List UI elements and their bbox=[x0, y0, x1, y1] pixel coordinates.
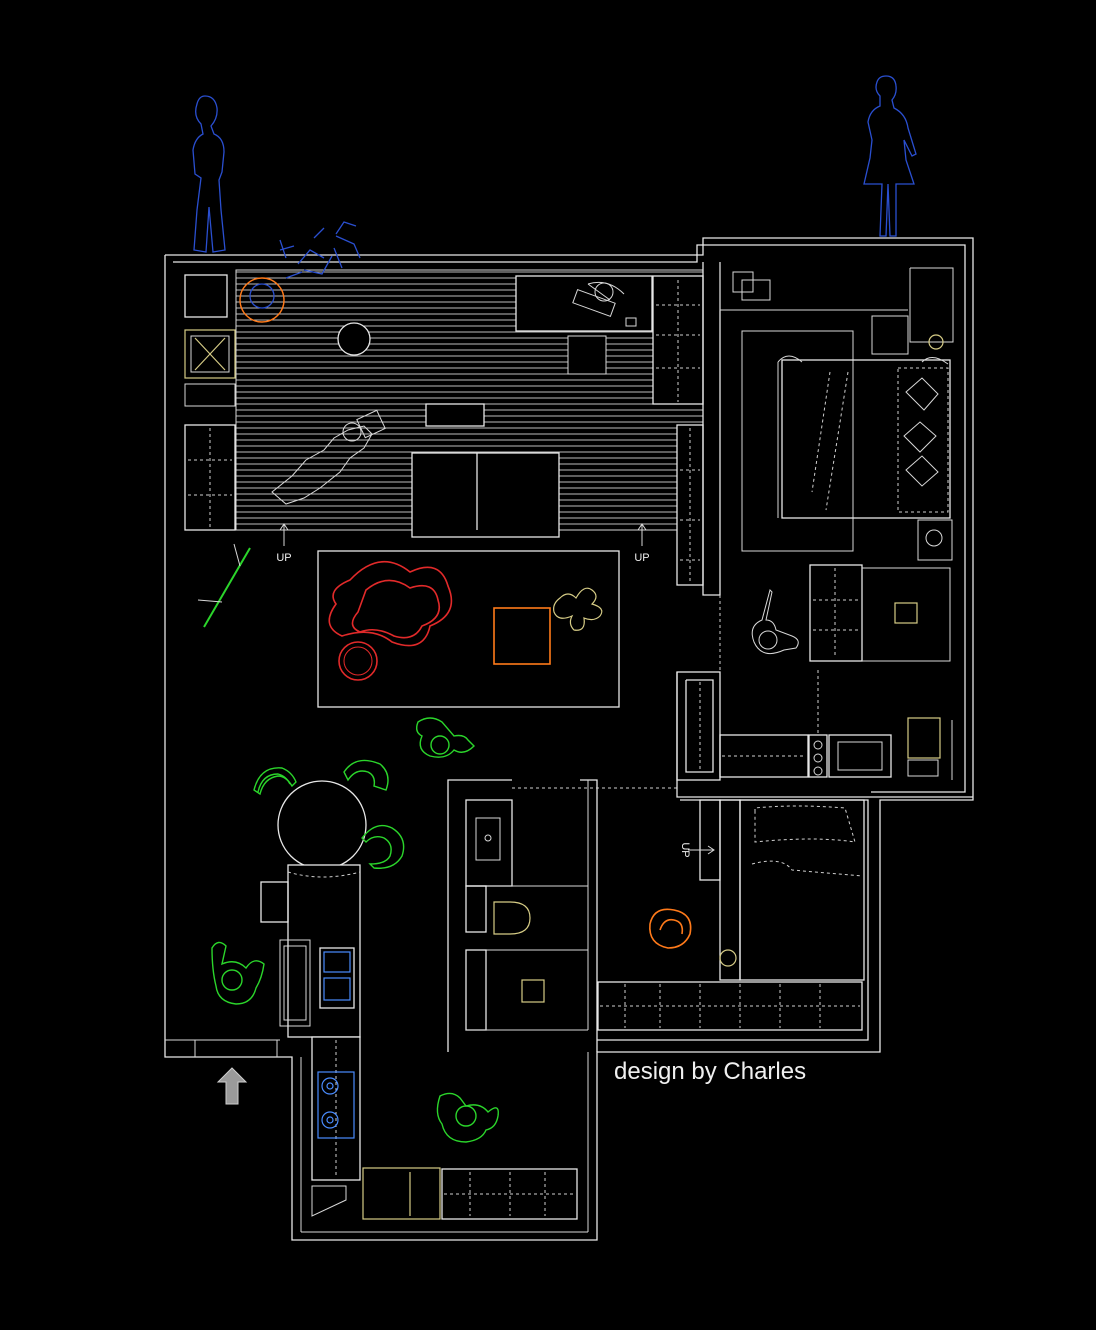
person-topview-icon bbox=[211, 941, 265, 1005]
ensuite-fixtures bbox=[676, 671, 973, 798]
deck-bench bbox=[411, 452, 560, 538]
exterior-walls bbox=[164, 237, 974, 1241]
bedroom-two: UP bbox=[597, 799, 869, 1041]
floor-lamp bbox=[197, 543, 251, 628]
kitchen-counter-bottom bbox=[362, 1167, 578, 1220]
up-label-bedroom: UP bbox=[679, 842, 691, 857]
kitchen-island bbox=[260, 864, 361, 1038]
entry-arrow-icon bbox=[216, 1067, 248, 1105]
plant-icon bbox=[239, 221, 361, 323]
living-rug bbox=[317, 550, 620, 708]
person-topview-icon bbox=[751, 589, 799, 655]
desk-workstation bbox=[515, 275, 653, 375]
up-label-right: UP bbox=[634, 552, 649, 564]
dining-table bbox=[253, 759, 405, 870]
design-credit: design by Charles bbox=[614, 1058, 806, 1085]
storage-column-deck-right bbox=[652, 275, 704, 586]
round-stool bbox=[337, 322, 371, 356]
bathroom-core bbox=[447, 779, 680, 1052]
kitchen-counter-left bbox=[311, 1036, 361, 1217]
person-silhouette-icon bbox=[192, 95, 226, 253]
stair-up-arrow-left: UP bbox=[276, 523, 292, 564]
person-silhouette-icon bbox=[863, 75, 917, 237]
person-topview-icon bbox=[271, 409, 386, 505]
storage-column-left bbox=[184, 274, 236, 531]
up-label-left: UP bbox=[276, 552, 291, 564]
person-topview-icon bbox=[415, 717, 475, 758]
stair-up-arrow-right: UP bbox=[634, 523, 650, 564]
master-bedroom bbox=[719, 262, 954, 735]
low-table bbox=[425, 403, 485, 427]
person-topview-icon bbox=[436, 1092, 499, 1143]
